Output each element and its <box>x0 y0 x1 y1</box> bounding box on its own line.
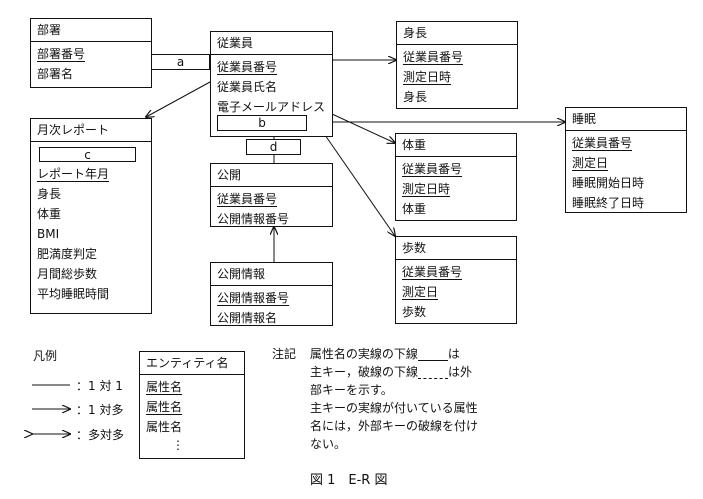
attr-pk: 従業員番号 <box>217 60 278 74</box>
entity-suimin: 睡眠 従業員番号 測定日 睡眠開始日時 睡眠終了日時 <box>565 107 687 213</box>
note-line-5: 名には，外部キーの破線を付け <box>310 419 479 433</box>
entity-taiju: 体重 従業員番号 測定日時 体重 <box>395 133 517 221</box>
blank-c-row: c <box>37 144 151 164</box>
rel-jugyoin-hosu <box>324 134 395 236</box>
note-text-1b: は <box>447 347 460 361</box>
solid-underline-sample <box>417 348 448 361</box>
legend-ellipsis: ⋮ <box>172 438 184 452</box>
attr: 睡眠開始日時 <box>572 176 645 190</box>
attr-pk: 従業員番号 <box>572 136 633 150</box>
attr: 部署名 <box>37 67 74 81</box>
legend-attr: 属性名 <box>146 420 183 434</box>
attr-pk: 部署番号 <box>37 47 86 61</box>
figure-caption: 図 1 E-R 図 <box>310 473 388 488</box>
entity-name: 従業員 <box>211 32 332 55</box>
legend-attr-pk: 属性名 <box>146 380 183 394</box>
attr-pk: 測定日時 <box>402 182 451 196</box>
note-line-2: 主キー，破線の下線 は外 <box>272 363 512 381</box>
attr-pk: 公開情報番号 <box>217 212 290 226</box>
entity-hosu: 歩数 従業員番号 測定日 歩数 <box>395 236 517 324</box>
attr: 歩数 <box>402 305 427 319</box>
attr-pk: 従業員番号 <box>217 192 278 206</box>
attr: 公開情報名 <box>217 311 278 325</box>
entity-name: 公開情報 <box>211 263 332 286</box>
legend-title: 凡例 <box>33 349 58 363</box>
blank-c: c <box>39 147 136 162</box>
entity-busho: 部署 部署番号 部署名 <box>30 18 152 88</box>
attr: 身長 <box>403 90 428 104</box>
note-line-6: ない。 <box>310 437 347 451</box>
legend-1tomany: ：1 対多 <box>76 403 124 417</box>
legend-attr-pk: 属性名 <box>146 400 183 414</box>
note-head: 注記 <box>272 347 297 361</box>
entity-kokai: 公開 従業員番号 公開情報番号 <box>210 163 333 227</box>
attr-pk: 従業員番号 <box>402 265 463 279</box>
attr: BMI <box>37 227 60 241</box>
entity-name: 歩数 <box>396 237 516 260</box>
attr-pk: 従業員番号 <box>403 50 464 64</box>
attr-pk: レポート年月 <box>37 167 110 181</box>
blank-a: a <box>151 54 210 70</box>
attr: 月間総歩数 <box>37 267 98 281</box>
entity-kokaijoho: 公開情報 公開情報番号 公開情報名 <box>210 262 333 326</box>
rel-jugyoin-taiju <box>331 113 395 143</box>
attr-pk: 測定日 <box>402 285 439 299</box>
note-text-2b: は外 <box>448 365 473 379</box>
note-line-4: 主キーの実線が付いている属性 <box>310 401 478 415</box>
attr: 従業員氏名 <box>217 80 278 94</box>
legend-entity: エンティティ名 属性名 属性名 属性名 ⋮ <box>139 351 245 459</box>
attr: 体重 <box>402 202 427 216</box>
entity-name: 部署 <box>31 19 151 42</box>
attr: 睡眠終了日時 <box>572 196 645 210</box>
blank-d: d <box>246 139 301 155</box>
entity-name: 月次レポート <box>31 119 151 142</box>
attr: 体重 <box>37 207 62 221</box>
note: 注記 属性名の実線の下線 は 主キー，破線の下線 は外 部キーを示す。 主キーの実線… <box>272 345 512 453</box>
entity-shincho: 身長 従業員番号 測定日時 身長 <box>396 21 518 109</box>
rel-jugyoin-getsuji <box>146 81 211 117</box>
attr: 身長 <box>37 187 62 201</box>
entity-name: 公開 <box>211 164 332 187</box>
blank-b: b <box>217 115 307 131</box>
attr: 平均睡眠時間 <box>37 287 110 301</box>
legend-entity-name: エンティティ名 <box>140 352 244 375</box>
attr-pk: 公開情報番号 <box>217 291 290 305</box>
entity-name: 睡眠 <box>566 108 686 131</box>
note-text-1a: 属性名の実線の下線 <box>309 347 418 361</box>
note-text-2a: 主キー，破線の下線 <box>310 365 419 379</box>
dashed-underline-sample <box>418 366 449 379</box>
legend-manytomany: ：多対多 <box>76 428 125 442</box>
entity-name: 身長 <box>397 22 517 45</box>
attr-pk: 測定日 <box>572 156 609 170</box>
note-line-1: 注記 属性名の実線の下線 は <box>272 345 512 363</box>
note-line-3: 部キーを示す。 <box>310 383 393 397</box>
entity-getsuji: 月次レポート c レポート年月 身長 体重 BMI 肥満度判定 月間総歩数 平均… <box>30 118 152 314</box>
legend-1to1: ：1 対 1 <box>76 379 123 393</box>
entity-name: 体重 <box>396 134 516 157</box>
attr-pk: 従業員番号 <box>402 162 463 176</box>
attr: 肥満度判定 <box>37 247 98 261</box>
attr-pk: 測定日時 <box>403 70 452 84</box>
attr: 電子メールアドレス <box>217 100 326 114</box>
